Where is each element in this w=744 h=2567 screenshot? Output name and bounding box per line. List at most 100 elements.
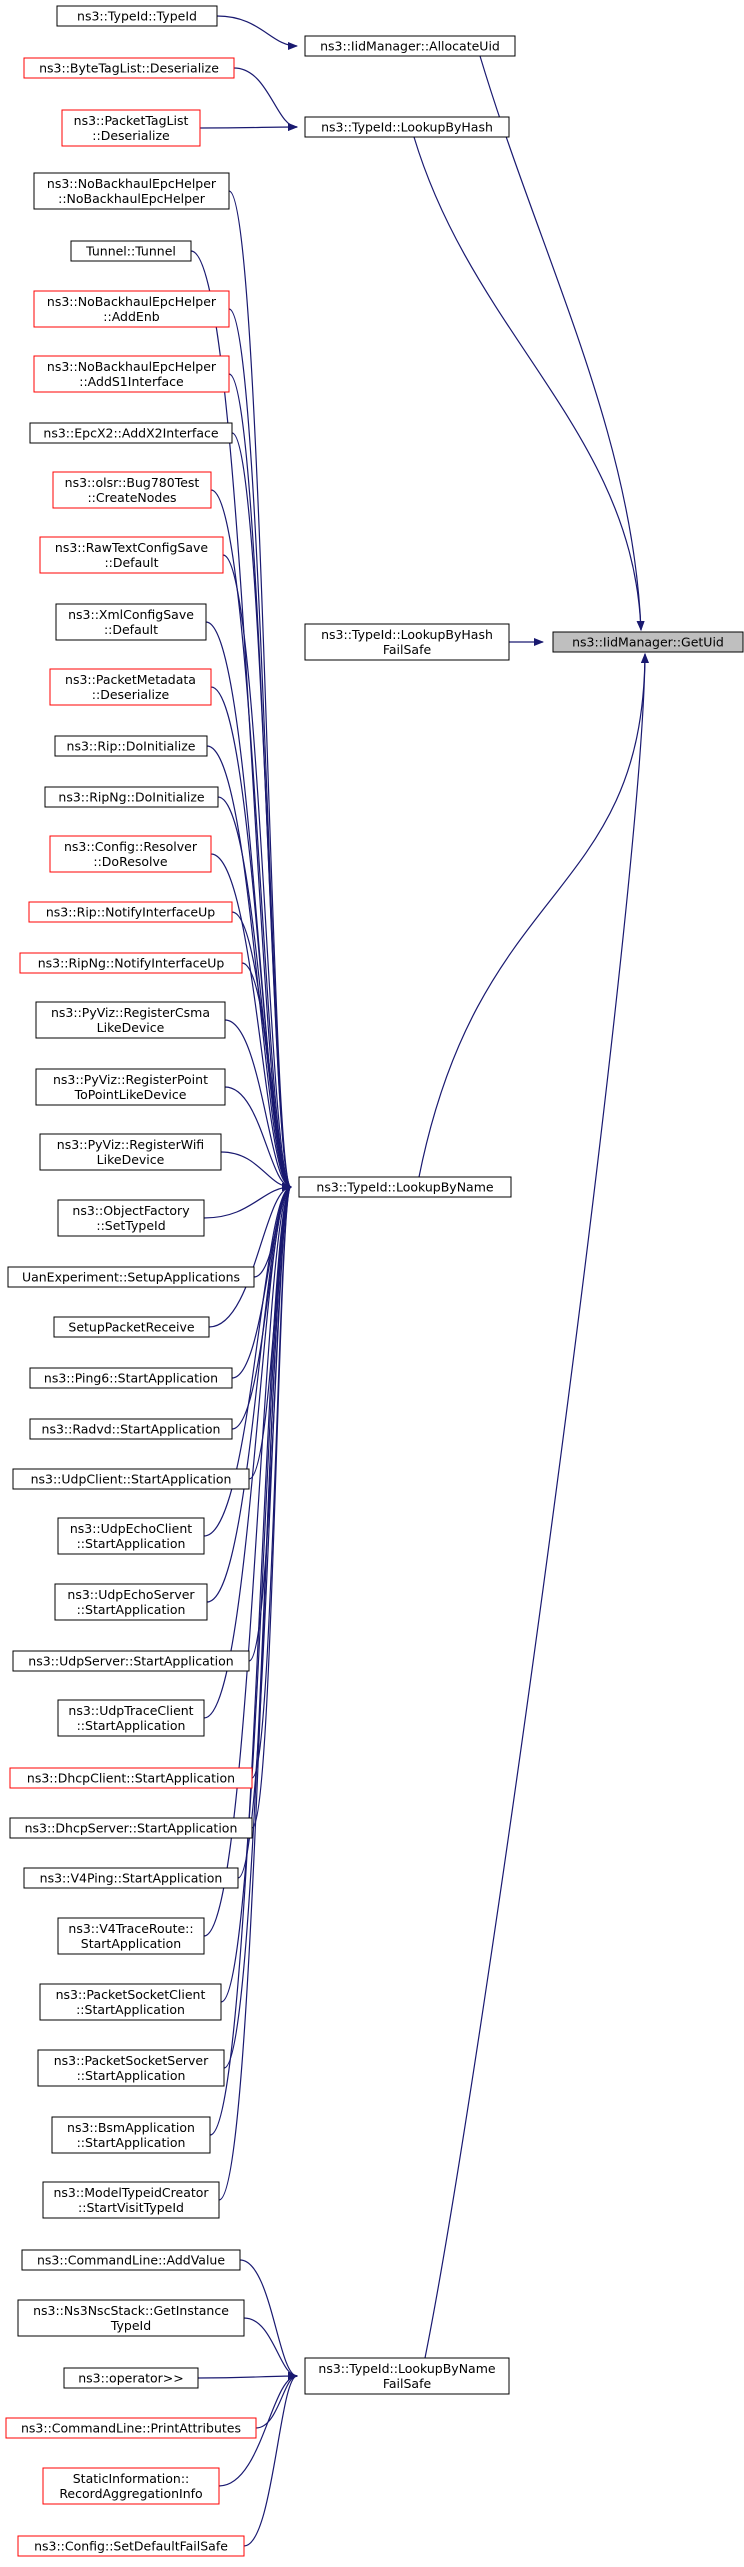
node-configresolver[interactable]: ns3::Config::Resolver::DoResolve <box>49 835 212 873</box>
node-label: ns3::BsmApplication <box>67 2120 195 2135</box>
node-radvd[interactable]: ns3::Radvd::StartApplication <box>29 1418 233 1440</box>
node-box <box>28 901 233 923</box>
node-box <box>57 1199 205 1237</box>
edge-ripinit-to-lookupbyname <box>206 745 292 1191</box>
node-box <box>55 603 207 641</box>
edge-udptrace-to-lookupbyname <box>203 1183 292 1719</box>
node-packetmetadata[interactable]: ns3::PacketMetadata::Deserialize <box>49 668 212 706</box>
node-box <box>35 1068 226 1106</box>
node-udpechoserver[interactable]: ns3::UdpEchoServer::StartApplication <box>54 1583 208 1621</box>
node-box <box>63 2367 199 2389</box>
node-box <box>304 623 510 661</box>
node-udpclient[interactable]: ns3::UdpClient::StartApplication <box>12 1468 250 1490</box>
node-label: SetupPacketReceive <box>68 1320 195 1335</box>
node-tunnel[interactable]: Tunnel::Tunnel <box>70 240 192 262</box>
node-setdefault[interactable]: ns3::Config::SetDefaultFailSafe <box>17 2535 245 2557</box>
node-label: ns3::PacketTagList <box>74 113 189 128</box>
edge-staticinfo-to-lookupbynamefailsafe <box>218 2372 298 2487</box>
node-label: ::StartApplication <box>77 1718 186 1733</box>
node-v4ping[interactable]: ns3::V4Ping::StartApplication <box>23 1867 239 1889</box>
node-udpserver[interactable]: ns3::UdpServer::StartApplication <box>12 1650 250 1672</box>
node-objectfactory[interactable]: ns3::ObjectFactory::SetTypeId <box>57 1199 205 1237</box>
node-label: ::Deserialize <box>92 687 170 702</box>
node-label: ns3::ByteTagList::Deserialize <box>39 61 219 76</box>
edge-dhcpserver-to-lookupbyname <box>251 1183 292 1829</box>
node-adds1[interactable]: ns3::NoBackhaulEpcHelper::AddS1Interface <box>33 355 230 393</box>
node-label: ns3::IidManager::GetUid <box>572 635 724 650</box>
node-box <box>44 786 219 808</box>
node-label: ns3::TypeId::LookupByHash <box>321 120 493 135</box>
node-label: ns3::IidManager::AllocateUid <box>320 39 500 54</box>
node-box <box>37 2049 225 2087</box>
edge-lookupbyhash-to-getuid <box>413 136 645 631</box>
node-nobackhaulctor[interactable]: ns3::NoBackhaulEpcHelper::NoBackhaulEpcH… <box>33 172 230 210</box>
node-box <box>39 1133 222 1171</box>
node-box <box>17 2535 245 2557</box>
node-ripngnotify[interactable]: ns3::RipNg::NotifyInterfaceUp <box>19 952 243 974</box>
node-box <box>9 1767 253 1789</box>
node-v4trace[interactable]: ns3::V4TraceRoute::StartApplication <box>57 1917 205 1955</box>
node-ripinit[interactable]: ns3::Rip::DoInitialize <box>54 735 208 757</box>
edge-lookupbynamefailsafe-to-getuid <box>424 653 649 2359</box>
node-label: ns3::PacketMetadata <box>65 672 196 687</box>
node-box <box>56 5 218 27</box>
node-psclient[interactable]: ns3::PacketSocketClient::StartApplicatio… <box>39 1983 222 2021</box>
node-label: LikeDevice <box>97 1020 165 1035</box>
node-dhcpclient[interactable]: ns3::DhcpClient::StartApplication <box>9 1767 253 1789</box>
edge-psclient-to-lookupbyname <box>220 1183 292 2003</box>
node-operator[interactable]: ns3::operator>> <box>63 2367 199 2389</box>
node-getuid[interactable]: ns3::IidManager::GetUid <box>552 631 744 653</box>
edge-udpechoclient-to-lookupbyname <box>203 1183 292 1537</box>
node-box <box>5 2417 257 2439</box>
node-xmlconfig[interactable]: ns3::XmlConfigSave::Default <box>55 603 207 641</box>
node-dhcpserver[interactable]: ns3::DhcpServer::StartApplication <box>9 1817 253 1839</box>
node-label: FailSafe <box>383 2376 432 2391</box>
node-udptrace[interactable]: ns3::UdpTraceClient::StartApplication <box>57 1699 205 1737</box>
node-label: ns3::Ns3NscStack::GetInstance <box>33 2303 229 2318</box>
node-label: ns3::UdpServer::StartApplication <box>28 1654 233 1669</box>
node-label: ::SetTypeId <box>96 1218 165 1233</box>
node-ping6[interactable]: ns3::Ping6::StartApplication <box>29 1367 233 1389</box>
node-ripnginit[interactable]: ns3::RipNg::DoInitialize <box>44 786 219 808</box>
node-lookupbyhash[interactable]: ns3::TypeId::LookupByHash <box>304 116 510 138</box>
node-label: ns3::RawTextConfigSave <box>55 540 208 555</box>
node-lookupbyname[interactable]: ns3::TypeId::LookupByName <box>298 1176 512 1198</box>
node-label: ns3::RipNg::NotifyInterfaceUp <box>38 956 225 971</box>
node-staticinfo[interactable]: StaticInformation::RecordAggregationInfo <box>42 2467 220 2505</box>
edge-v4ping-to-lookupbyname <box>237 1183 292 1879</box>
node-olsr[interactable]: ns3::olsr::Bug780Test::CreateNodes <box>52 471 212 509</box>
node-label: ns3::EpcX2::AddX2Interface <box>43 426 218 441</box>
nodes-layer: ns3::IidManager::GetUid ns3::IidManager::… <box>5 5 744 2557</box>
node-packettaglist[interactable]: ns3::PacketTagList::Deserialize <box>61 109 201 147</box>
node-box <box>12 1650 250 1672</box>
node-box <box>29 1418 233 1440</box>
node-allocateuid[interactable]: ns3::IidManager::AllocateUid <box>304 35 516 57</box>
node-addvalue[interactable]: ns3::CommandLine::AddValue <box>21 2249 241 2271</box>
edge-configresolver-to-lookupbyname <box>210 853 292 1191</box>
node-bytetaglist[interactable]: ns3::ByteTagList::Deserialize <box>23 57 235 79</box>
node-bsm[interactable]: ns3::BsmApplication::StartApplication <box>51 2116 211 2154</box>
node-typeid[interactable]: ns3::TypeId::TypeId <box>56 5 218 27</box>
node-modeltypeid[interactable]: ns3::ModelTypeidCreator::StartVisitTypeI… <box>42 2181 220 2219</box>
node-psserver[interactable]: ns3::PacketSocketServer::StartApplicatio… <box>37 2049 225 2087</box>
node-epcx2[interactable]: ns3::EpcX2::AddX2Interface <box>29 422 233 444</box>
node-printattr[interactable]: ns3::CommandLine::PrintAttributes <box>5 2417 257 2439</box>
node-ripnotify[interactable]: ns3::Rip::NotifyInterfaceUp <box>28 901 233 923</box>
node-setuppacket[interactable]: SetupPacketReceive <box>53 1316 210 1338</box>
node-label: ::NoBackhaulEpcHelper <box>58 191 206 206</box>
edge-packetmetadata-to-lookupbyname <box>210 686 292 1191</box>
node-rawtext[interactable]: ns3::RawTextConfigSave::Default <box>39 536 224 574</box>
node-pyvizp2p[interactable]: ns3::PyViz::RegisterPointToPointLikeDevi… <box>35 1068 226 1106</box>
node-label: ::AddEnb <box>103 309 159 324</box>
node-uanexp[interactable]: UanExperiment::SetupApplications <box>7 1266 255 1288</box>
node-addenb[interactable]: ns3::NoBackhaulEpcHelper::AddEnb <box>33 290 230 328</box>
node-udpechoclient[interactable]: ns3::UdpEchoClient::StartApplication <box>57 1517 205 1555</box>
node-box <box>39 1983 222 2021</box>
edge-addenb-to-lookupbyname <box>228 308 292 1191</box>
node-box <box>54 735 208 757</box>
